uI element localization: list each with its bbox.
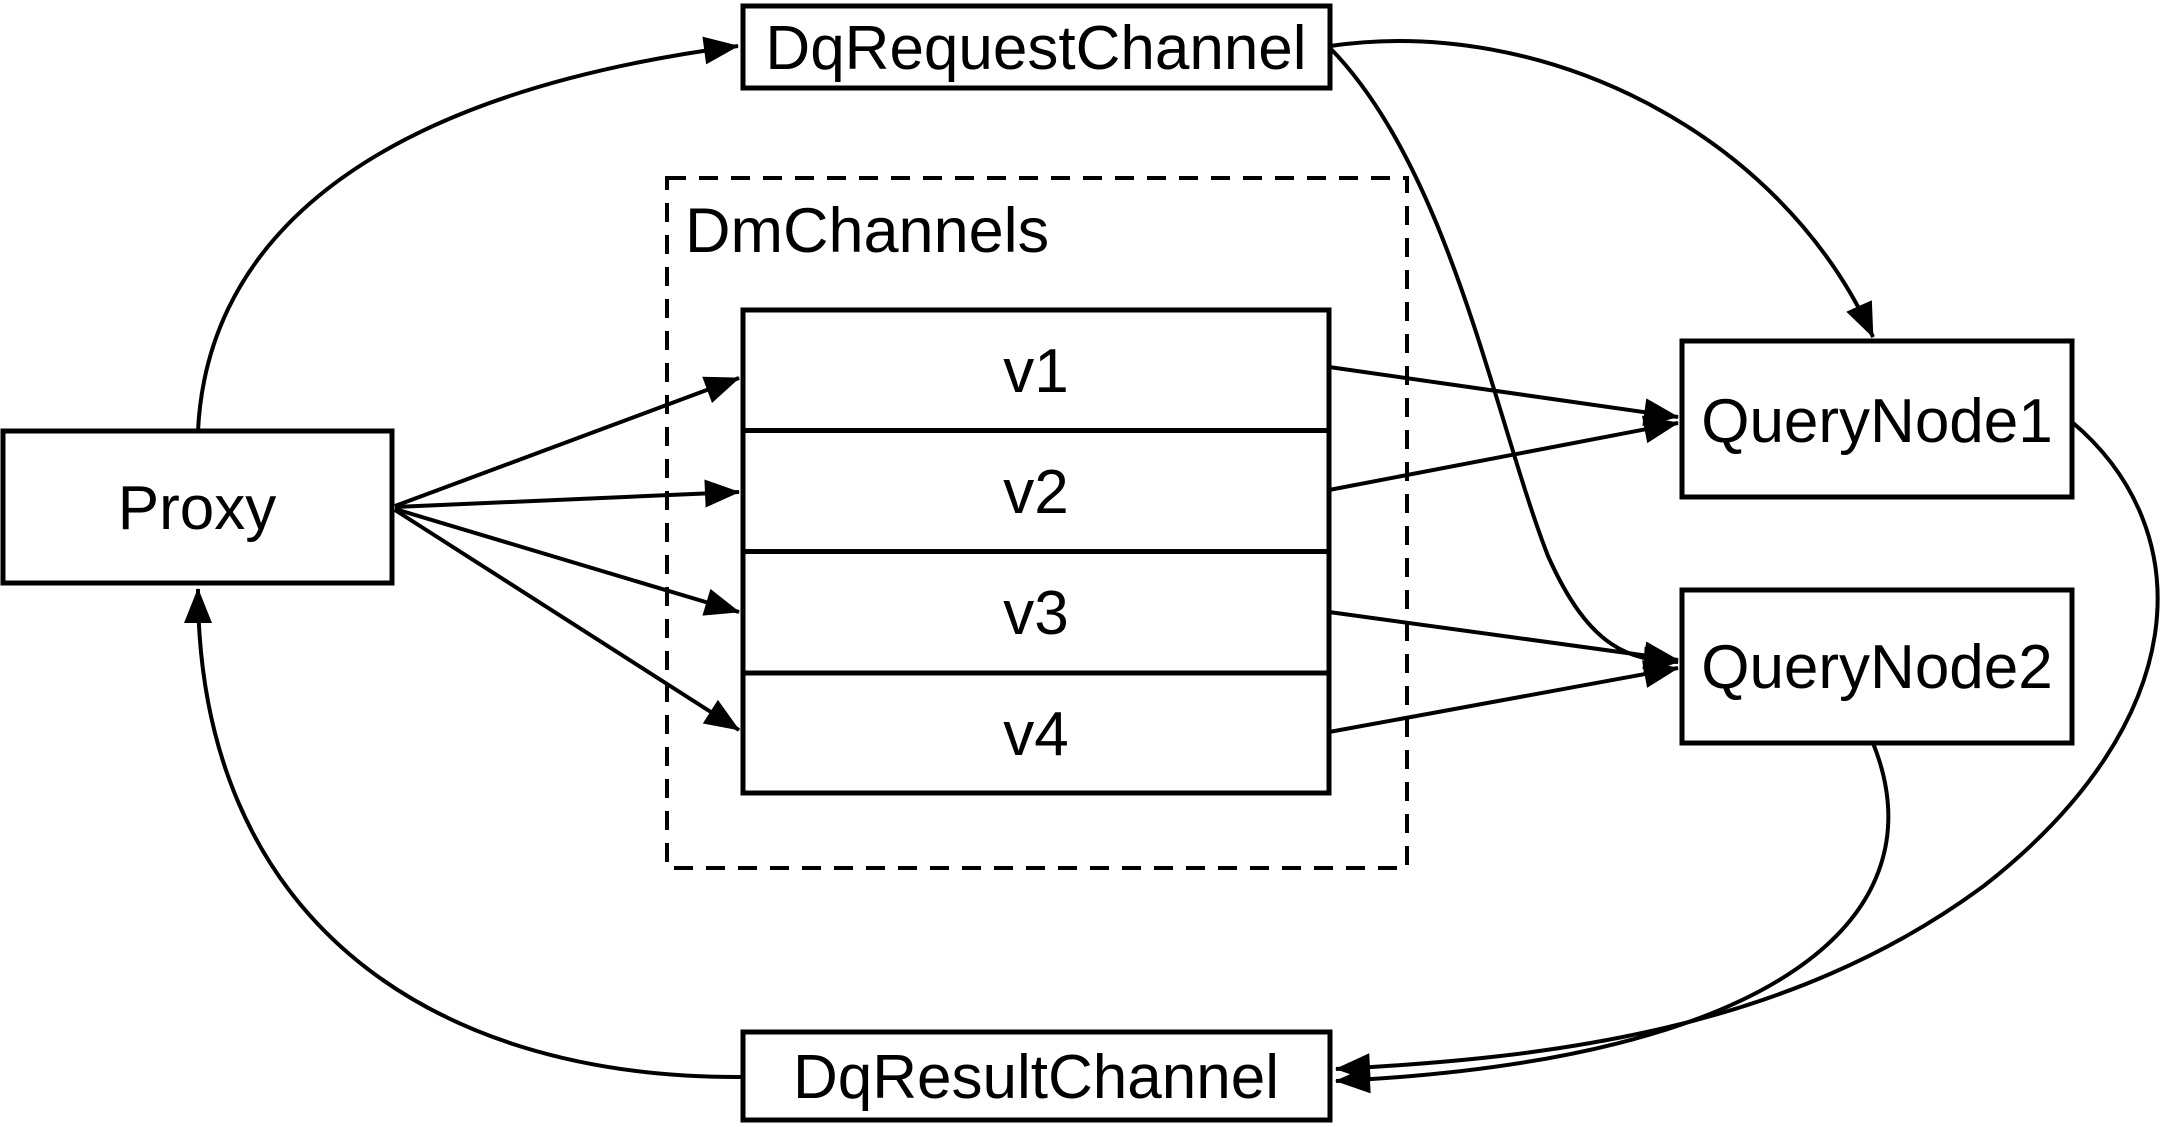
dm-channels-label: DmChannels [685, 196, 1049, 266]
edge-dq-request-channel-to-query-node-1 [1329, 39, 1875, 338]
edge-proxy-to-channel-v1 [394, 376, 740, 508]
dq-result-channel-node [740, 1029, 1333, 1123]
channel-v3-label: v3 [1003, 579, 1068, 648]
dq-request-channel-node [740, 3, 1333, 91]
edge-dq-request-channel-to-query-node-2 [1328, 46, 1679, 675]
edge-proxy-to-channel-v4 [393, 508, 741, 732]
query-node-1-node [1679, 338, 2075, 500]
edge-channel-v2-to-query-node-1 [1328, 415, 1679, 492]
dq-request-channel-label: DqRequestChannel [765, 14, 1306, 83]
edge-channel-v4-to-query-node-2 [1328, 660, 1679, 734]
edge-proxy-to-channel-v3 [394, 507, 740, 616]
query-node-1-label: QueryNode1 [1701, 387, 2053, 456]
edge-query-node-1-to-dq-result-channel [1335, 420, 2160, 1082]
edge-channel-v1-to-query-node-1 [1328, 365, 1679, 427]
channel-v1-label: v1 [1003, 337, 1068, 406]
proxy-label: Proxy [118, 474, 276, 543]
edge-proxy-to-channel-v2 [394, 479, 740, 509]
edge-channel-v3-to-query-node-2 [1328, 610, 1679, 670]
channel-v4-label: v4 [1003, 700, 1068, 769]
edge-proxy-to-dq-request-channel [196, 36, 739, 432]
dq-result-channel-label: DqResultChannel [793, 1043, 1279, 1112]
dm-channels-group-box [665, 176, 1409, 870]
edge-query-node-2-to-dq-result-channel [1335, 742, 1891, 1094]
edge-dq-result-channel-to-proxy [184, 588, 744, 1080]
query-node-2-node [1679, 587, 2075, 746]
proxy-node [0, 428, 395, 586]
channel-v2-label: v2 [1003, 458, 1068, 527]
query-node-2-label: QueryNode2 [1701, 633, 2053, 702]
